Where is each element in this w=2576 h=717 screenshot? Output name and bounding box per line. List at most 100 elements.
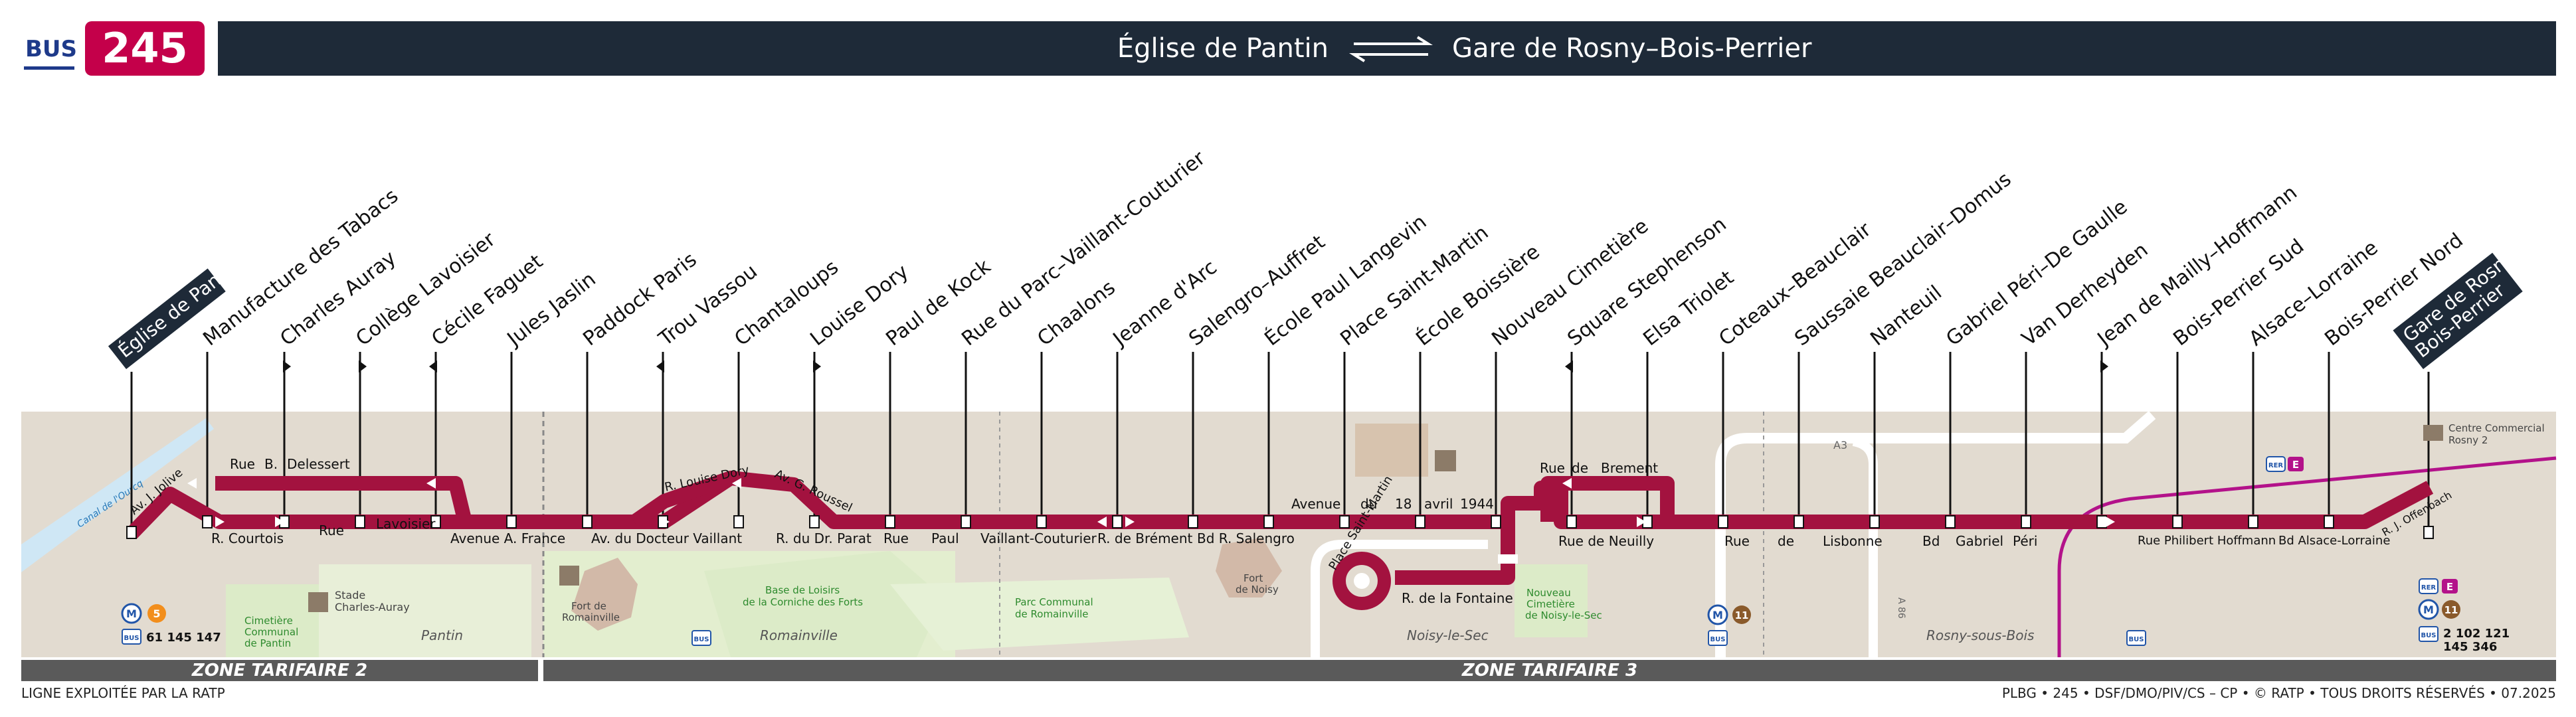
motorway-a86-label: A 86 [1896,598,1906,619]
stop-marker[interactable] [1718,515,1728,528]
route-direction-arrow [1097,517,1107,527]
stop-marker[interactable] [430,515,441,528]
terminus-box-bg [2393,252,2523,369]
stop-marker[interactable] [506,515,517,528]
motorway-a86 [1311,437,1878,657]
street-alsace-lorraine: Bd Alsace-Lorraine [2278,534,2390,548]
stop-marker[interactable] [1339,515,1350,528]
street-avenue-france: Avenue A. France [450,530,565,546]
street-rue-neuilly: Rue de Neuilly [1558,533,1654,549]
stop-name: École Boissière [1412,240,1544,351]
street-vaillant-couturier: Vaillant-Couturier [980,530,1097,546]
copyright-footer: PLBG • 245 • DSF/DMO/PIV/CS – CP • © RAT… [2001,685,2556,701]
fort-romainville-shape [571,558,638,631]
street-gabriel-peri-3: Péri [2013,533,2037,549]
rer-e-badge-rosny [2442,579,2458,594]
stop-marker[interactable] [2021,515,2031,528]
zone-3-bar: ZONE TARIFAIRE 3 [543,660,2556,681]
stop-marker[interactable] [1415,515,1426,528]
stop-marker[interactable] [2423,526,2434,539]
stop-marker[interactable] [1491,515,1501,528]
street-lavoisier-2: Lavoisier [376,516,436,532]
route-line [126,471,2434,610]
place-loisirs-2: de la Corniche des Forts [743,596,863,608]
rer-icon-map-label: RER [2268,462,2284,469]
place-fort-romainville-1: Fort de [571,600,606,612]
place-parc-2: de Romainville [1015,608,1089,620]
stop-name: Bois-Perrier Sud [2169,235,2308,351]
metro-11-badge-rosny [2442,600,2460,619]
stop-marker[interactable] [809,515,820,528]
stop-marker[interactable] [126,526,137,539]
place-pantin: Pantin [421,627,463,643]
stop-marker[interactable] [1036,515,1047,528]
street-brement-2: de [1572,460,1588,476]
stop-marker[interactable] [1263,515,1274,528]
street-avril-3: 18 [1395,496,1412,512]
metro-icon-pantin [121,603,142,624]
street-delessert-2: B. [264,456,278,472]
stop-marker[interactable] [2324,515,2334,528]
place-stade-2: Charles-Auray [335,601,410,613]
stop-marker[interactable] [885,515,895,528]
stop-markers [126,478,2434,539]
stop-name: Alsace–Lorraine [2245,236,2382,351]
street-rue-paul-1: Rue [883,530,909,546]
place-stade-1: Stade [335,589,365,601]
place-cimetiere-pantin-1: Cimetière [244,615,293,627]
one-way-right-icon [283,360,291,372]
route-trunk-a [465,471,1561,529]
route-right-edge [1498,554,1518,564]
place-rosny: Rosny-sous-Bois [1926,627,2034,643]
route-direction-arrow [187,478,197,489]
stop-marker[interactable] [202,515,213,528]
street-lisbonne-3: Lisbonne [1823,533,1883,549]
stop-marker[interactable] [2172,515,2183,528]
motorway-a3 [1715,410,2156,657]
stop-marker[interactable] [1945,515,1956,528]
route-direction-arrow [1562,478,1572,489]
metro-letter-pantin: M [126,607,137,620]
rosny-bus-lines-2: 145 346 [2443,640,2497,654]
stop-stems [130,352,2430,531]
stop-marker[interactable] [2096,515,2107,528]
route-place-st-martin-center [1354,573,1370,589]
stop-marker[interactable] [582,515,593,528]
rosny-bus-lines-1: 2 102 121 [2443,627,2510,641]
one-way-right-icon [813,360,821,372]
street-delessert-1: Rue [230,456,255,472]
pantin-bus-lines: 61 145 147 [146,631,221,645]
route-st-martin-loop [1395,522,1515,585]
stop-marker[interactable] [355,515,365,528]
one-way-right-icon [359,360,367,372]
route-direction-arrow [732,478,741,489]
bus-icon-gabriel-peri [2126,630,2146,646]
cemetery-icon [1435,450,1456,471]
stop-marker[interactable] [1794,515,1804,528]
fort-map-block [1355,424,1428,477]
rer-icon-map [2266,456,2286,472]
stop-marker[interactable] [733,515,744,528]
stop-marker[interactable] [1188,515,1198,528]
stop-marker[interactable] [1869,515,1880,528]
stop-marker[interactable] [961,515,971,528]
street-lisbonne-1: Rue [1724,533,1750,549]
place-cimetiere-pantin-2: Communal [244,626,298,638]
stop-marker[interactable] [1566,515,1577,528]
place-loisirs-1: Base de Loisirs [765,584,840,596]
place-parc-1: Parc Communal [1015,596,1093,608]
bus-icon-pantin-label: BUS [124,635,139,642]
bus-icon-rosny-label: BUS [2421,632,2437,639]
place-centre-1: Centre Commercial [2448,422,2545,434]
street-gabriel-peri-1: Bd [1922,533,1940,549]
motorway-a3-label: A3 [1833,439,1847,451]
metro-5-badge [147,604,166,623]
stop-marker[interactable] [2248,515,2258,528]
metro-icon-rosny [2418,599,2439,620]
street-lisbonne-2: de [1778,533,1794,549]
rer-e-letter-map: E [2292,459,2299,471]
bus-mode-label: BUS [25,36,78,62]
stop-marker[interactable] [1112,515,1123,528]
rer-e-badge-map [2288,457,2304,471]
